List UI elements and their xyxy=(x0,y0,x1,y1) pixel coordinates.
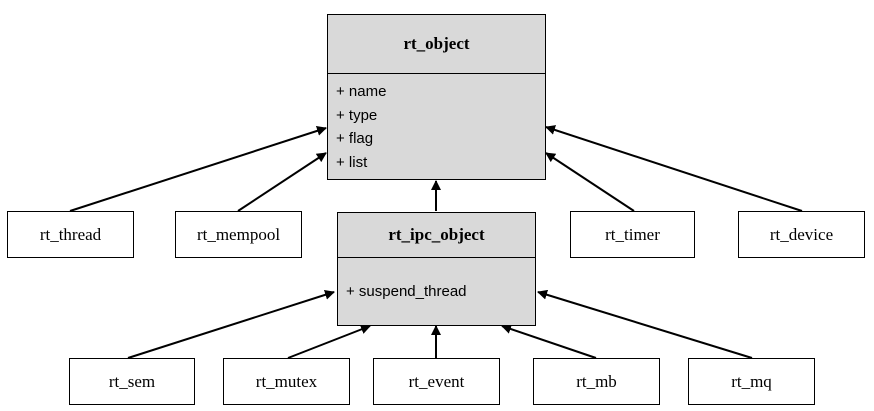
class-rt-object-attributes: + name + type + flag + list xyxy=(328,74,545,174)
arrow-timer-to-object xyxy=(545,152,635,212)
node-rt-event: rt_event xyxy=(373,358,500,405)
node-rt-mb: rt_mb xyxy=(533,358,660,405)
arrow-thread-to-object xyxy=(69,126,327,212)
attr-suspend-thread: + suspend_thread xyxy=(346,283,467,300)
class-rt-ipc-object: rt_ipc_object + suspend_thread xyxy=(337,212,536,326)
node-rt-device: rt_device xyxy=(738,211,865,258)
class-rt-object-name: rt_object xyxy=(328,15,545,74)
class-rt-object: rt_object + name + type + flag + list xyxy=(327,14,546,180)
arrow-mq-to-ipc xyxy=(537,289,753,359)
node-rt-mempool: rt_mempool xyxy=(175,211,302,258)
node-rt-thread: rt_thread xyxy=(7,211,134,258)
attr-type: + type xyxy=(336,106,378,124)
arrow-sem-to-ipc xyxy=(127,289,335,359)
attr-list: + list xyxy=(336,153,368,171)
arrow-device-to-object xyxy=(545,125,803,212)
class-rt-ipc-object-attributes: + suspend_thread xyxy=(338,258,535,304)
attr-name: + name xyxy=(336,83,387,100)
arrow-mutex-to-ipc xyxy=(287,324,371,359)
node-rt-mutex: rt_mutex xyxy=(223,358,350,405)
node-rt-mq: rt_mq xyxy=(688,358,815,405)
node-rt-timer: rt_timer xyxy=(570,211,695,258)
arrow-mempool-to-object xyxy=(237,152,327,212)
arrow-mb-to-ipc xyxy=(501,324,597,359)
class-rt-ipc-object-name: rt_ipc_object xyxy=(338,213,535,258)
attr-flag: + flag xyxy=(336,130,374,147)
node-rt-sem: rt_sem xyxy=(69,358,195,405)
